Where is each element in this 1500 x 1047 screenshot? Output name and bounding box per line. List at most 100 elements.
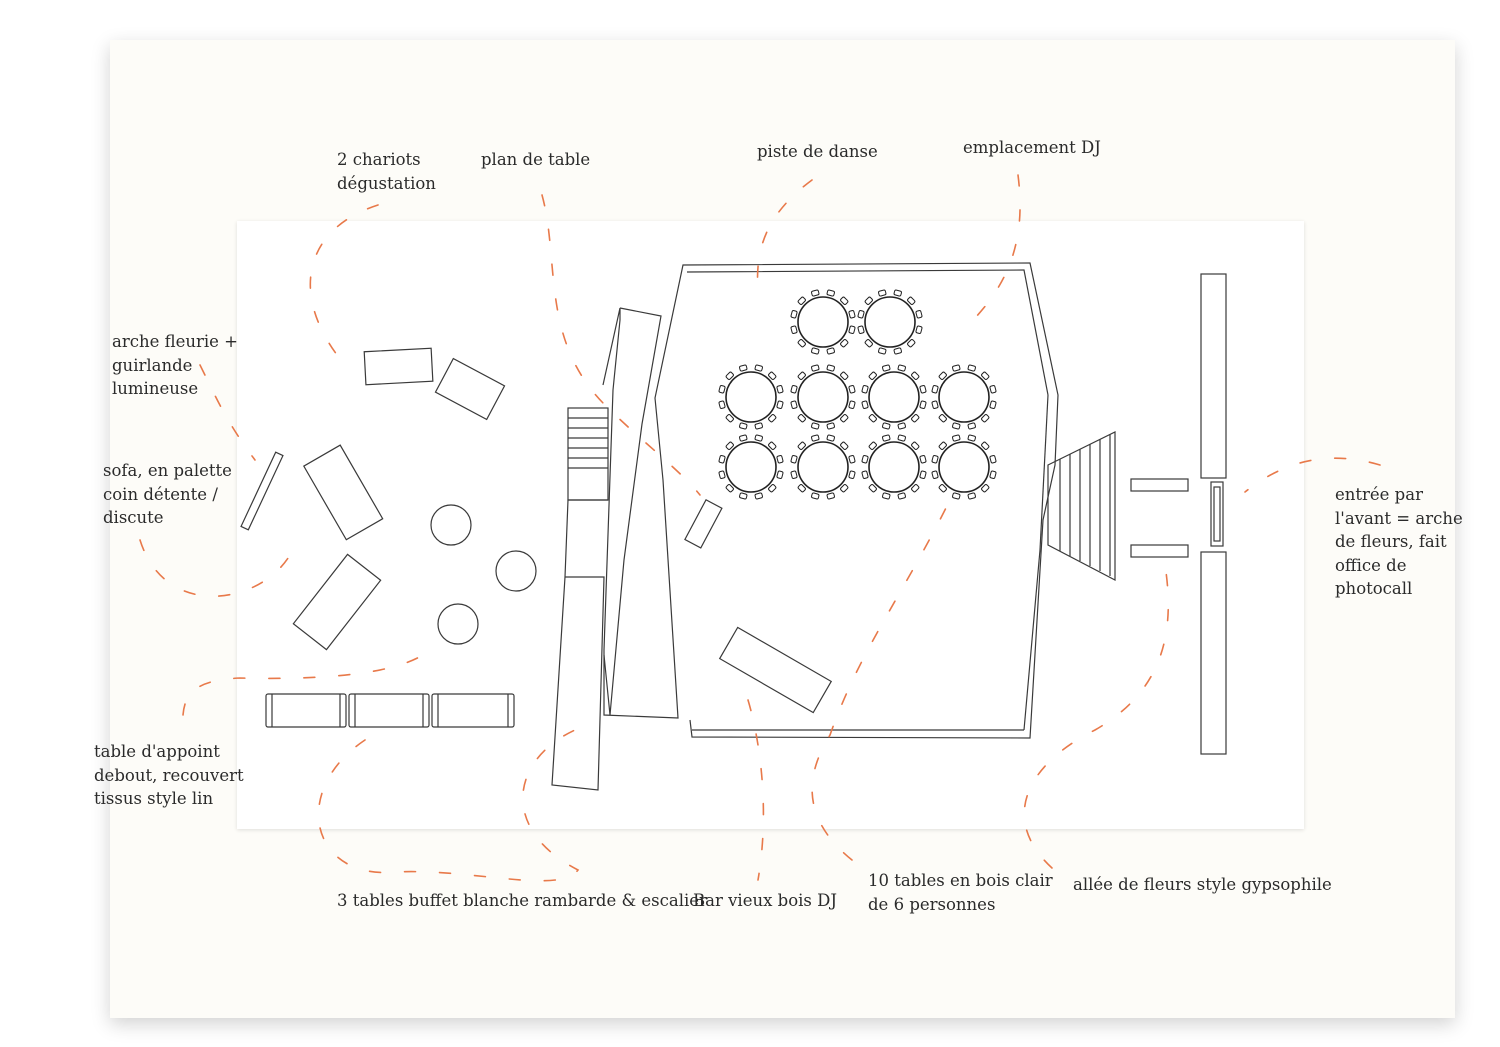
chair (718, 470, 726, 479)
chair (897, 422, 906, 430)
chair (967, 492, 976, 500)
chair (848, 400, 856, 409)
chair (938, 484, 947, 493)
chair (868, 414, 877, 423)
chair (840, 296, 849, 305)
chair (826, 347, 835, 355)
chair (768, 441, 777, 450)
chair (848, 385, 856, 394)
chair (840, 339, 849, 348)
chair (754, 422, 763, 430)
chair (739, 364, 748, 372)
chair (952, 422, 961, 430)
chair (790, 385, 798, 394)
round-table (790, 289, 856, 355)
chair (893, 347, 902, 355)
chair (797, 371, 806, 380)
label-dj-spot: emplacement DJ (963, 138, 1101, 157)
chair (861, 470, 869, 479)
chair (967, 422, 976, 430)
chair (826, 364, 835, 372)
chair (919, 455, 927, 464)
chair (725, 484, 734, 493)
chair (897, 364, 906, 372)
chair (911, 371, 920, 380)
chair (931, 385, 939, 394)
annotation-leaders (139, 174, 1381, 882)
standing-tables (430, 504, 537, 645)
label-dance-floor: piste de danse (757, 142, 878, 161)
chair (718, 455, 726, 464)
chair (797, 484, 806, 493)
railing-and-stairs (551, 262, 1059, 791)
chair (931, 455, 939, 464)
chair (776, 470, 784, 479)
label-seating-plan: plan de table (481, 150, 591, 169)
chair (861, 385, 869, 394)
label-buffet: 3 tables buffet blanche rambarde & escal… (337, 891, 707, 910)
chair (857, 325, 865, 334)
chair (882, 434, 891, 442)
chair (938, 414, 947, 423)
bar-counter (718, 626, 833, 714)
chair (882, 364, 891, 372)
chair (907, 296, 916, 305)
round-table (790, 434, 856, 500)
chair (840, 371, 849, 380)
buffet-tables (265, 693, 515, 728)
chair (725, 441, 734, 450)
chair (919, 400, 927, 409)
chair (768, 484, 777, 493)
round-table (931, 434, 997, 500)
chair (768, 371, 777, 380)
chair (826, 492, 835, 500)
chair (776, 455, 784, 464)
chair (754, 364, 763, 372)
chair (811, 422, 820, 430)
chair (826, 289, 835, 297)
chair (840, 441, 849, 450)
round-table (861, 434, 927, 500)
chair (911, 414, 920, 423)
chair (754, 434, 763, 442)
chair (790, 400, 798, 409)
label-bar: Bar vieux bois DJ (693, 891, 837, 910)
chair (840, 484, 849, 493)
chair (919, 470, 927, 479)
entrance-stairs (1047, 431, 1116, 581)
chair (882, 422, 891, 430)
chair (919, 385, 927, 394)
chair (981, 484, 990, 493)
chair (776, 385, 784, 394)
chair (911, 441, 920, 450)
chair (768, 414, 777, 423)
chair (790, 455, 798, 464)
chair (907, 339, 916, 348)
round-table (790, 364, 856, 430)
round-table (857, 289, 923, 355)
chair (915, 310, 923, 319)
round-table (718, 434, 784, 500)
chair (931, 470, 939, 479)
chair (989, 400, 997, 409)
chair (848, 325, 856, 334)
chair (868, 484, 877, 493)
chair (739, 434, 748, 442)
tasting-carts (363, 347, 506, 421)
chair (826, 422, 835, 430)
chair (897, 434, 906, 442)
chair (952, 434, 961, 442)
round-table (718, 364, 784, 430)
chair (967, 434, 976, 442)
chair (811, 434, 820, 442)
chair (897, 492, 906, 500)
chair (981, 371, 990, 380)
flower-arch (240, 451, 284, 531)
chair (857, 310, 865, 319)
chair (811, 289, 820, 297)
chair (882, 492, 891, 500)
chair (989, 455, 997, 464)
